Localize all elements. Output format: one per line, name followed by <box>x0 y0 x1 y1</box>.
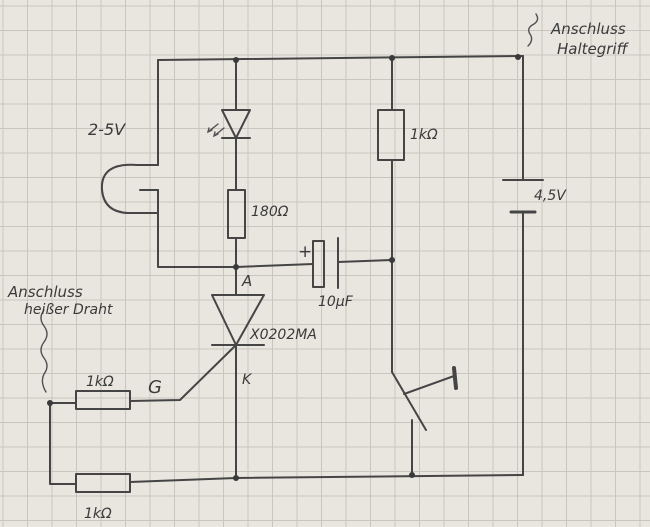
label-resistor-top: 1kΩ <box>410 127 438 143</box>
battery-symbol <box>502 179 544 214</box>
wires <box>49 55 524 485</box>
label-node-a: A <box>241 272 252 290</box>
label-thyristor: X0202MA <box>249 327 317 343</box>
label-gate: G <box>148 377 162 398</box>
gate-wire <box>129 344 237 402</box>
label-cathode: K <box>242 372 253 388</box>
thyristor-symbol <box>211 294 265 346</box>
capacitor-symbol <box>312 237 339 289</box>
top-rail <box>157 55 524 61</box>
label-resistor-bottom: 1kΩ <box>84 506 112 522</box>
label-plus: + <box>298 242 312 262</box>
label-voltage-source: 2-5V <box>88 120 126 139</box>
label-battery: 4,5V <box>534 188 567 204</box>
cap-wire <box>235 259 393 268</box>
label-resistor-180: 180Ω <box>251 204 289 220</box>
left-vertical-wire <box>49 402 77 485</box>
led-symbol <box>206 109 251 139</box>
label-haltegriff: Haltegriff <box>557 40 630 58</box>
resistor-gate-body <box>75 390 131 410</box>
left-bottom-wire <box>157 189 237 268</box>
junctions <box>47 54 521 481</box>
resistor-top-body <box>377 109 405 161</box>
resistor-bottom-body <box>75 473 131 493</box>
label-capacitor: 10µF <box>318 294 354 310</box>
push-switch <box>391 366 458 431</box>
label-anschluss-top: Anschluss <box>550 20 626 38</box>
label-resistor-gate: 1kΩ <box>86 374 114 390</box>
bottom-rail <box>129 474 524 483</box>
resistor-180-body <box>227 189 246 239</box>
draht-leader <box>40 309 48 393</box>
label-heisser-draht: heißer Draht <box>24 302 113 318</box>
contact-arc <box>100 163 159 214</box>
haltegriff-leader <box>527 13 539 47</box>
label-anschluss-left: Anschluss <box>7 283 83 301</box>
